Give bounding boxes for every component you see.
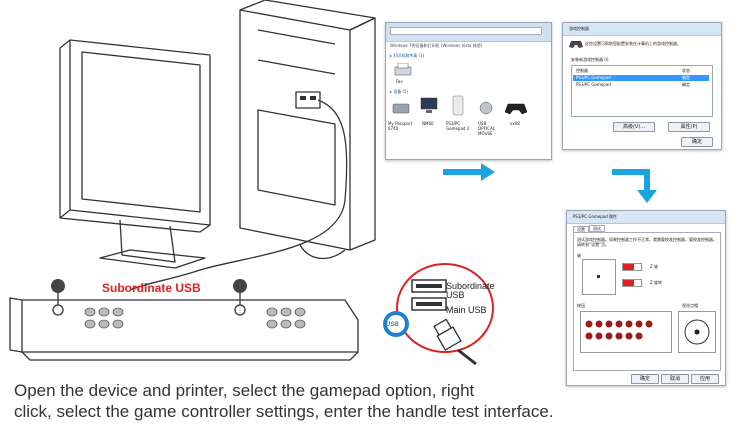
usb-main-label: Main USB bbox=[446, 305, 487, 315]
pov-label: 视觉点帽 bbox=[682, 303, 698, 308]
fax-label: Fax bbox=[396, 79, 403, 84]
usb-ports-illustration bbox=[383, 263, 494, 366]
gamepad-icon bbox=[569, 41, 583, 48]
device-label-1: NM60 bbox=[422, 121, 434, 126]
devices-printers-window: Windows 7的设备和打印机 (Windows Vista 体验) ▸ 打印… bbox=[385, 22, 552, 160]
installed-label: 安装新游戏控制器 (I) bbox=[571, 57, 609, 62]
controller-list[interactable]: 控制器 状态 PS3/PC Gamepad 确定 PS3/PC Gamepad … bbox=[571, 65, 713, 117]
caption-line-2: click, select the game controller settin… bbox=[14, 402, 554, 421]
z-axis-bar bbox=[622, 263, 642, 271]
device-label-0: My Passport 0740 bbox=[388, 121, 413, 131]
controller-name: PS3/PC Gamepad bbox=[576, 75, 611, 80]
crosshair bbox=[597, 275, 600, 278]
computer-illustration bbox=[59, 0, 376, 290]
controller-device-icon bbox=[504, 103, 528, 115]
col-status[interactable]: 状态 bbox=[682, 68, 690, 73]
z-rotation-bar bbox=[622, 279, 642, 287]
subordinate-usb-label: Subordinate USB bbox=[102, 281, 201, 295]
test-panel: 测试游戏控制器。如果控制器工作不正常，就需要校准控制器，要校准控制器，请转到“设… bbox=[573, 232, 721, 371]
advanced-button[interactable]: 高级(V)... bbox=[613, 122, 655, 132]
devices-group: ▸ 设备 (5) bbox=[390, 89, 409, 94]
properties-title: PS3/PC Gamepad 属性 bbox=[573, 214, 618, 219]
pov-group bbox=[678, 311, 716, 353]
cancel-button[interactable]: 取消 bbox=[661, 374, 689, 384]
axes-label: 轴 bbox=[577, 253, 581, 258]
usb-badge-text: USB bbox=[386, 322, 399, 328]
controller-name: PS3/PC Gamepad bbox=[576, 82, 611, 87]
device-labels: My Passport 0740 NM60 PS3/PC Gamepad 2 U… bbox=[388, 121, 548, 141]
controller-status: 确定 bbox=[682, 82, 690, 87]
xy-axis-box bbox=[582, 259, 616, 295]
pov-hat-icon bbox=[684, 319, 710, 345]
tab-test[interactable]: 测试 bbox=[589, 225, 605, 232]
printers-group: ▸ 打印机和传真 (1) bbox=[390, 53, 425, 58]
device-label-4: xx08 bbox=[510, 121, 520, 126]
title-bar bbox=[567, 211, 725, 224]
arrow-down-icon bbox=[612, 169, 657, 203]
ok-button[interactable]: 确定 bbox=[631, 374, 659, 384]
apply-button[interactable]: 应用 bbox=[691, 374, 719, 384]
button-indicators bbox=[585, 320, 653, 340]
usb-subordinate-label: Subordinate USB bbox=[446, 281, 495, 300]
passport-drive-icon bbox=[392, 103, 410, 114]
gamepad-properties-window: PS3/PC Gamepad 属性 设置 测试 测试游戏控制器。如果控制器工作不… bbox=[566, 210, 726, 386]
address-text: Windows 7的设备和打印机 (Windows Vista 体验) bbox=[390, 43, 483, 48]
z-axis-label: Z 轴 bbox=[650, 264, 659, 269]
col-controller[interactable]: 控制器 bbox=[576, 68, 588, 73]
buttons-group bbox=[580, 311, 672, 353]
buttons-label: 按钮 bbox=[577, 303, 585, 308]
address-bar bbox=[390, 27, 542, 35]
device-label-3: USB OPTICAL MOUSE bbox=[478, 121, 495, 136]
title-bar bbox=[563, 23, 721, 36]
caption-line-1: Open the device and printer, select the … bbox=[14, 381, 475, 400]
game-controllers-title: 游戏控制器 bbox=[569, 26, 589, 31]
device-label-2: PS3/PC Gamepad 2 bbox=[446, 121, 470, 131]
z-rotation-label: Z 旋转 bbox=[650, 280, 663, 285]
fax-icon bbox=[394, 63, 412, 76]
gamepad-device-icon bbox=[452, 95, 464, 116]
monitor-device-icon bbox=[420, 97, 438, 113]
ok-button[interactable]: 确定 bbox=[681, 137, 713, 147]
arrow-right-icon bbox=[443, 163, 495, 181]
description: 这些设置可帮助您配置安装在计算机上的游戏控制器。 bbox=[585, 41, 681, 46]
test-description: 测试游戏控制器。如果控制器工作不正常，就需要校准控制器，要校准控制器，请转到“设… bbox=[577, 237, 717, 247]
controller-row[interactable]: PS3/PC Gamepad 确定 bbox=[573, 82, 709, 88]
game-controllers-window: 游戏控制器 这些设置可帮助您配置安装在计算机上的游戏控制器。 安装新游戏控制器 … bbox=[562, 22, 722, 150]
controller-status: 确定 bbox=[682, 75, 690, 80]
arcade-controller bbox=[9, 279, 359, 361]
controller-row[interactable]: PS3/PC Gamepad 确定 bbox=[573, 75, 709, 81]
properties-button[interactable]: 属性(P) bbox=[668, 122, 710, 132]
mouse-device-icon bbox=[479, 101, 493, 115]
